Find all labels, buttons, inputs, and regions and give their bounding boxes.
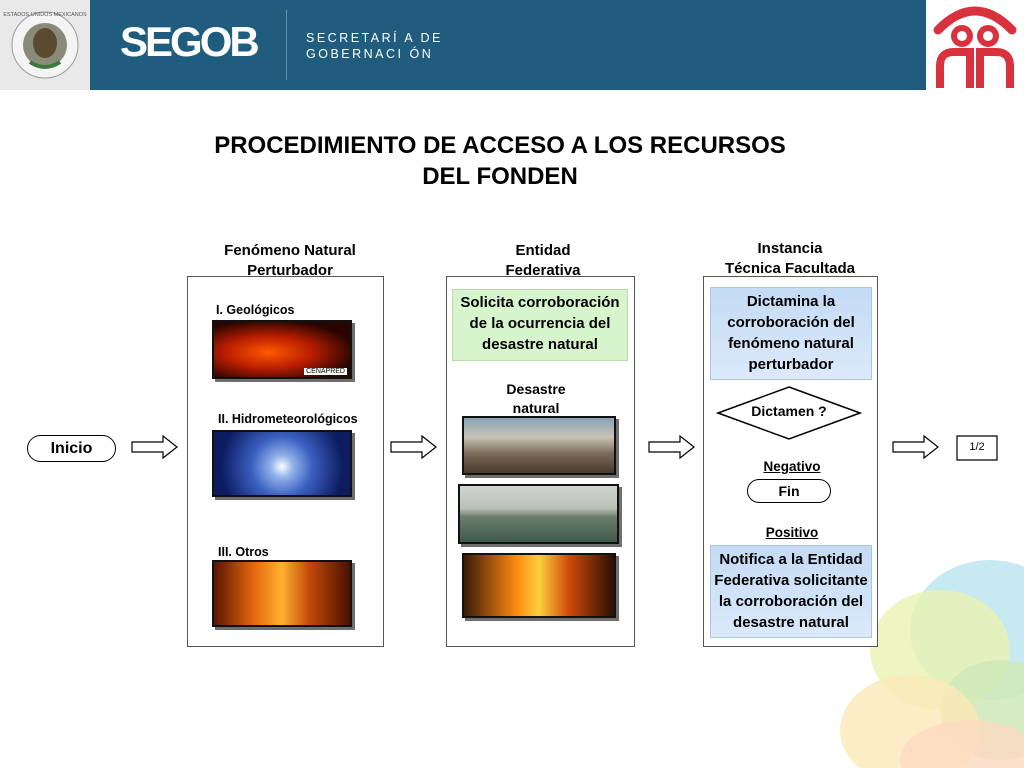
flood-photo bbox=[458, 484, 619, 544]
header-seal-area: ESTADOS UNIDOS MEXICANOS bbox=[0, 0, 90, 90]
solicita-box: Solicita corroboración de la ocurrencia … bbox=[452, 289, 628, 361]
earthquake-photo bbox=[462, 416, 616, 475]
otros-label: III. Otros bbox=[218, 545, 269, 559]
header-bar bbox=[90, 0, 926, 90]
page-connector-label: 1/2 bbox=[969, 441, 985, 453]
geologicos-label: I. Geológicos bbox=[216, 303, 295, 317]
ministry-name: SECRETARÍ A DE GOBERNACI ÓN bbox=[306, 31, 443, 61]
instancia-heading: Instancia Técnica Facultada bbox=[724, 240, 856, 277]
firefighter-photo bbox=[462, 553, 616, 618]
hidrometeorologicos-label: II. Hidrometeorológicos bbox=[218, 412, 358, 426]
dictamen-label: Dictamen ? bbox=[751, 403, 827, 419]
people-logo-icon bbox=[933, 6, 1017, 88]
wildfire-photo bbox=[212, 560, 352, 627]
negativo-label: Negativo bbox=[763, 459, 821, 474]
positivo-label: Positivo bbox=[765, 525, 819, 540]
dictamina-box: Dictamina la corroboración del fenómeno … bbox=[710, 287, 872, 380]
notifica-box: Notifica a la Entidad Federativa solicit… bbox=[710, 545, 872, 638]
desastre-label: Desastre natural bbox=[506, 381, 566, 416]
entidad-heading: Entidad Federativa bbox=[505, 242, 581, 279]
decision-diamond bbox=[716, 386, 862, 440]
page-title: PROCEDIMIENTO DE ACCESO A LOS RECURSOS D… bbox=[214, 132, 786, 190]
arrow-right-icon bbox=[648, 434, 695, 460]
seal-text: ESTADOS UNIDOS MEXICANOS bbox=[3, 12, 87, 18]
cenapred-watermark: CENAPRED bbox=[304, 368, 347, 375]
segob-logo: SEGOB bbox=[120, 18, 260, 65]
arrow-right-icon bbox=[390, 434, 437, 460]
volcano-photo: CENAPRED bbox=[212, 320, 352, 379]
page-connector-shape bbox=[956, 435, 998, 461]
arrow-right-icon bbox=[892, 434, 939, 460]
mexico-seal-icon: ESTADOS UNIDOS MEXICANOS bbox=[3, 11, 87, 79]
hurricane-photo bbox=[212, 430, 352, 497]
right-logo bbox=[926, 0, 1024, 96]
arrow-right-icon bbox=[131, 434, 178, 460]
decorative-leaves bbox=[840, 560, 1024, 768]
header-divider bbox=[286, 10, 287, 80]
fin-terminal: Fin bbox=[747, 479, 831, 503]
fenomeno-heading: Fenómeno Natural Perturbador bbox=[224, 242, 356, 279]
inicio-terminal: Inicio bbox=[27, 435, 116, 462]
